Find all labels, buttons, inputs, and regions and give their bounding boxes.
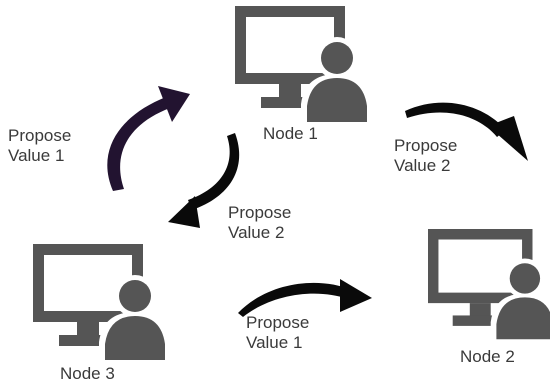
node2-label: Node 2 [460,347,515,366]
node3-computer-user-icon [33,244,171,360]
arrow-label-line1: Propose [394,136,458,155]
arrow-node3-to-node2-label: Propose Value 1 [246,313,309,354]
arrow-node1-to-node3 [168,133,240,228]
arrow-node1-to-node2-label: Propose Value 2 [394,136,457,177]
arrow-node1-to-node2 [405,102,528,161]
arrow-label-line2: Value 2 [394,156,451,176]
arrow-node3-to-node1-label: Propose Value 1 [8,126,71,167]
node1-label: Node 1 [263,124,318,143]
arrow-label-line1: Propose [228,203,292,222]
arrow-node1-to-node3-label: Propose Value 2 [228,203,291,244]
arrow-label-line2: Value 1 [246,333,303,353]
arrow-label-line2: Value 1 [8,146,65,166]
arrow-label-line1: Propose [8,126,72,145]
node3-label: Node 3 [60,364,115,383]
arrow-node3-to-node2 [238,279,372,317]
arrow-node3-to-node1 [107,86,190,191]
node2-computer-user-icon [428,229,550,340]
arrow-label-line1: Propose [246,313,310,332]
node1-computer-user-icon [235,6,373,122]
arrow-label-line2: Value 2 [228,223,285,243]
